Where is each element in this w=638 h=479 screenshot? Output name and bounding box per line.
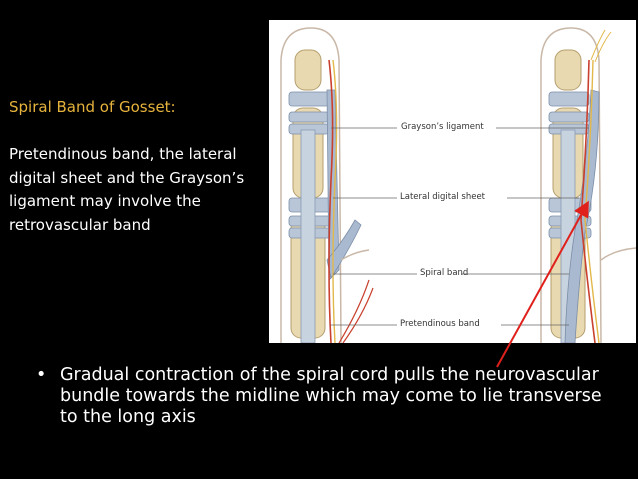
left-finger-outline bbox=[280, 27, 342, 343]
label-pretendinous-band: Pretendinous band bbox=[400, 319, 480, 329]
label-graysons-ligament: Grayson’s ligament bbox=[401, 122, 484, 132]
left-branch-vessels bbox=[338, 279, 374, 343]
bullet-item: • Gradual contraction of the spiral cord… bbox=[36, 365, 616, 428]
left-tendon bbox=[300, 129, 316, 343]
left-nerve bbox=[332, 59, 338, 343]
slide-body-text: Pretendinous band, the lateral digital s… bbox=[9, 145, 245, 234]
left-spiral-sheet bbox=[326, 219, 362, 280]
finger-anatomy-drawing bbox=[280, 27, 636, 343]
anatomy-illustration: Grayson’s ligament Lateral digital sheet… bbox=[269, 20, 636, 343]
right-finger-outline bbox=[540, 27, 602, 343]
bullet-list: • Gradual contraction of the spiral cord… bbox=[36, 365, 616, 428]
bullet-text: Gradual contraction of the spiral cord p… bbox=[60, 365, 602, 427]
label-lateral-digital-sheet: Lateral digital sheet bbox=[400, 192, 485, 202]
right-top-vessels bbox=[590, 29, 612, 63]
web-space-left bbox=[340, 249, 370, 261]
left-artery bbox=[328, 59, 334, 343]
web-space-right bbox=[600, 247, 636, 261]
slide-title: Spiral Band of Gosset: bbox=[9, 98, 176, 116]
label-spiral-band: Spiral band bbox=[420, 268, 469, 278]
left-ligament-bands bbox=[288, 91, 332, 239]
bullet-dot-icon: • bbox=[36, 365, 47, 385]
